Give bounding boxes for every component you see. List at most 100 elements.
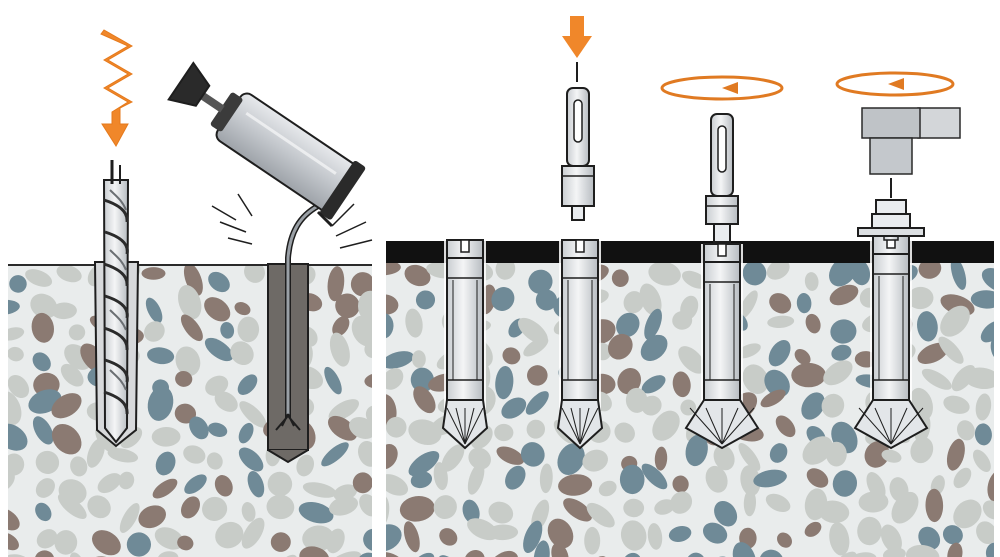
aggregate-stone xyxy=(517,317,548,345)
aggregate-stone xyxy=(302,482,337,498)
aggregate-stone xyxy=(364,372,372,389)
aggregate-stone xyxy=(616,312,640,338)
aggregate-stone xyxy=(267,471,293,497)
aggregate-stone xyxy=(8,375,30,398)
aggregate-stone xyxy=(335,293,360,319)
left-panel xyxy=(8,29,373,557)
aggregate-stone xyxy=(740,465,761,496)
aggregate-stone xyxy=(765,493,791,513)
aggregate-stone xyxy=(647,523,663,550)
aggregate-stone xyxy=(766,262,790,280)
aggregate-stone xyxy=(357,441,372,467)
aggregate-stone xyxy=(680,399,697,416)
aggregate-stone xyxy=(31,312,55,343)
aggregate-stone xyxy=(8,423,28,451)
blow-pump-icon xyxy=(167,61,366,431)
aggregate-stone xyxy=(138,505,166,529)
aggregate-stone xyxy=(672,371,691,398)
aggregate-stone xyxy=(237,374,258,395)
aggregate-stone xyxy=(804,272,819,291)
rotation-arrow-icon xyxy=(660,75,784,101)
aggregate-stone xyxy=(907,286,934,310)
aggregate-stone xyxy=(738,442,761,471)
aggregate-stone xyxy=(119,503,140,533)
aggregate-stone xyxy=(981,268,994,293)
aggregate-stone xyxy=(215,521,244,549)
aggregate-stone xyxy=(801,392,825,420)
aggregate-stone xyxy=(386,351,414,369)
aggregate-stone xyxy=(327,266,345,302)
aggregate-stone xyxy=(439,528,458,546)
aggregate-stone xyxy=(818,500,850,524)
aggregate-stone xyxy=(640,334,668,361)
aggregate-stone xyxy=(623,291,645,314)
aggregate-stone xyxy=(496,446,525,465)
aggregate-stone xyxy=(35,478,55,498)
aggregate-stone xyxy=(972,449,991,472)
aggregate-stone xyxy=(363,528,372,552)
aggregate-stone xyxy=(364,341,372,359)
aggregate-stone xyxy=(976,521,994,545)
aggregate-stone xyxy=(70,456,88,477)
aggregate-stone xyxy=(321,442,349,467)
aggregate-stone xyxy=(523,337,549,357)
aggregate-stone xyxy=(769,443,788,463)
aggregate-stone xyxy=(8,507,20,531)
aggregate-stone xyxy=(386,416,407,438)
aggregate-stone xyxy=(202,496,228,521)
aggregate-stone xyxy=(184,474,207,494)
aggregate-stone xyxy=(238,422,254,444)
aggregate-stone xyxy=(32,416,54,445)
fixture-plate xyxy=(386,241,994,263)
aggregate-stone xyxy=(648,262,681,286)
aggregate-stone xyxy=(654,446,668,471)
aggregate-stone xyxy=(832,470,858,497)
aggregate-stone xyxy=(270,532,291,552)
aggregate-stone xyxy=(174,403,197,424)
aggregate-stone xyxy=(57,493,87,519)
aggregate-stone xyxy=(767,315,795,328)
concrete-stones-right xyxy=(386,262,994,557)
aggregate-stone xyxy=(805,313,821,334)
aggregate-stone xyxy=(769,293,792,314)
aggregate-stone xyxy=(582,449,608,472)
down-arrow-icon xyxy=(562,16,592,82)
aggregate-stone xyxy=(857,516,882,546)
aggregate-stone xyxy=(68,324,86,341)
anchors xyxy=(441,215,929,450)
aggregate-stone xyxy=(970,290,994,309)
aggregate-stone xyxy=(974,423,992,446)
aggregate-stone xyxy=(760,389,786,408)
anchor-sleeve xyxy=(441,239,489,450)
aggregate-stone xyxy=(118,471,135,490)
aggregate-stone xyxy=(558,474,593,496)
aggregate-stone xyxy=(947,542,963,557)
aggregate-stone xyxy=(950,262,967,290)
aggregate-stone xyxy=(982,500,994,520)
aggregate-stone xyxy=(611,269,629,287)
aggregate-stone xyxy=(87,495,111,519)
aggregate-stone xyxy=(607,333,633,360)
aggregate-stone xyxy=(702,522,728,544)
setting-tool-icon xyxy=(561,87,595,221)
aggregate-stone xyxy=(145,297,163,323)
aggregate-stone xyxy=(386,474,409,496)
aggregate-stone xyxy=(214,391,238,412)
aggregate-stone xyxy=(946,438,965,471)
aggregate-stone xyxy=(328,399,360,421)
aggregate-stone xyxy=(495,262,516,280)
aggregate-stone xyxy=(619,464,645,495)
aggregate-stone xyxy=(239,401,267,428)
aggregate-stone xyxy=(905,544,940,557)
aggregate-stone xyxy=(641,375,666,394)
aggregate-stone xyxy=(403,521,420,553)
aggregate-stone xyxy=(882,547,906,557)
aggregate-stone xyxy=(864,441,890,468)
aggregate-stone xyxy=(614,422,635,443)
aggregate-stone xyxy=(56,265,82,283)
aggregate-stone xyxy=(501,397,527,419)
aggregate-stone xyxy=(918,262,942,279)
aggregate-stone xyxy=(743,489,757,517)
aggregate-stone xyxy=(891,491,919,524)
aggregate-stone xyxy=(525,391,549,415)
